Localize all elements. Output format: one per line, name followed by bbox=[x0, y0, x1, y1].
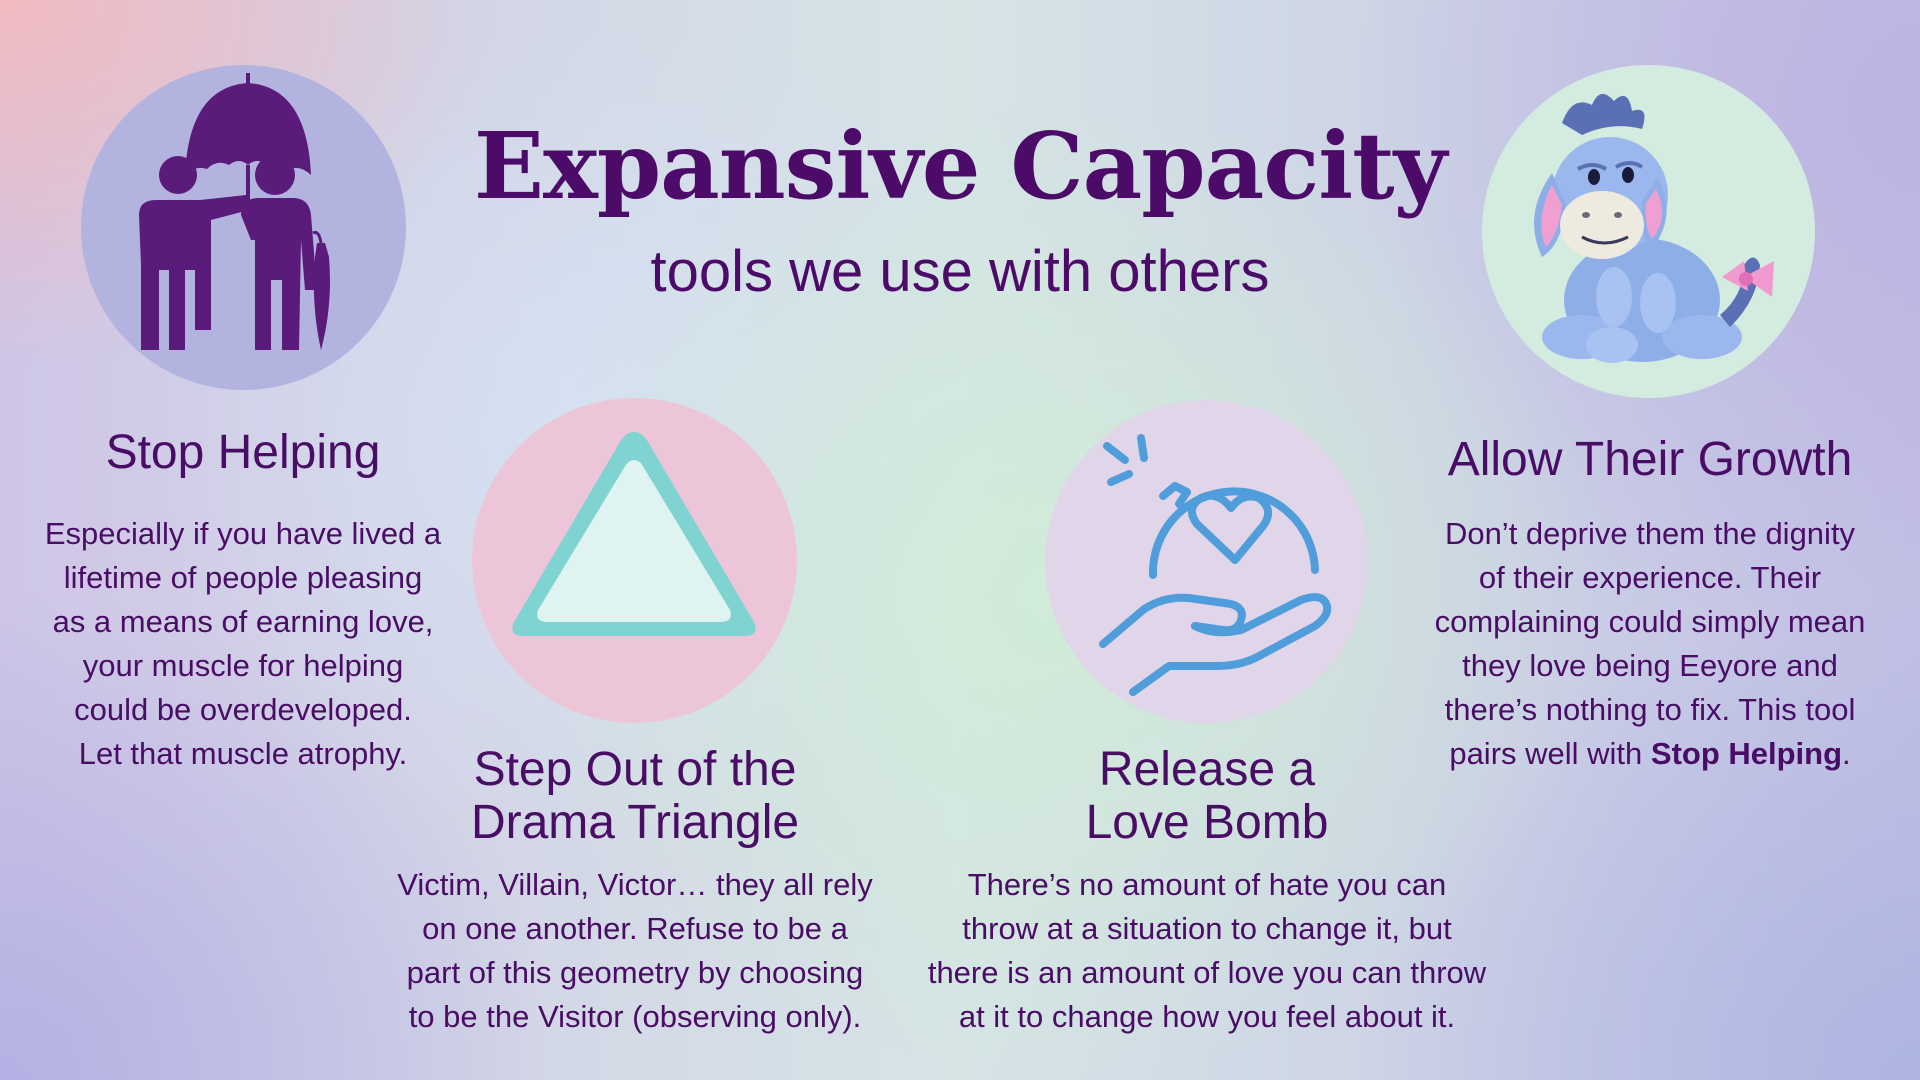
eeyore-icon bbox=[1482, 65, 1815, 398]
card-body-stop-helping: Especially if you have lived a lifetime … bbox=[20, 512, 466, 776]
page-title: Expansive Capacity bbox=[473, 112, 1447, 220]
body-line: lifetime of people pleasing bbox=[63, 560, 423, 595]
card-title-love-bomb: Release a Love Bomb bbox=[1000, 743, 1414, 849]
body-line: Let that muscle atrophy. bbox=[78, 736, 408, 771]
card-body-love-bomb: There’s no amount of hate you can throw … bbox=[900, 863, 1514, 1039]
title-line: Release a bbox=[1098, 743, 1316, 796]
body-line: your muscle for helping bbox=[82, 648, 404, 683]
card-title-stop-helping: Stop Helping bbox=[105, 426, 381, 479]
body-line: of their experience. Their bbox=[1478, 560, 1822, 595]
card-body-allow-growth: Don’t deprive them the dignity of their … bbox=[1380, 512, 1920, 776]
title-line: Step Out of the bbox=[473, 743, 797, 796]
triangle-icon bbox=[472, 398, 797, 723]
body-line: There’s no amount of hate you can bbox=[967, 867, 1447, 902]
body-line: part of this geometry by choosing bbox=[406, 955, 864, 990]
body-line: on one another. Refuse to be a bbox=[422, 911, 848, 946]
body-line: complaining could simply mean bbox=[1434, 604, 1866, 639]
body-line: as a means of earning love, bbox=[52, 604, 434, 639]
body-line: Especially if you have lived a bbox=[44, 516, 442, 551]
page-subtitle: tools we use with others bbox=[650, 239, 1270, 304]
body-text: . bbox=[1842, 736, 1851, 771]
body-line: Don’t deprive them the dignity bbox=[1444, 516, 1856, 551]
card-title-drama-triangle: Step Out of the Drama Triangle bbox=[380, 743, 890, 849]
body-line: to be the Visitor (observing only). bbox=[408, 999, 862, 1034]
body-line: could be overdeveloped. bbox=[74, 692, 412, 727]
body-line: they love being Eeyore and bbox=[1462, 648, 1838, 683]
card-body-drama-triangle: Victim, Villain, Victor… they all rely o… bbox=[370, 863, 900, 1039]
title-line: Love Bomb bbox=[1085, 796, 1329, 849]
love-bomb-icon bbox=[1045, 400, 1368, 723]
body-line-last: pairs well with Stop Helping. bbox=[1380, 732, 1920, 776]
card-title-allow-growth: Allow Their Growth bbox=[1447, 433, 1853, 486]
body-text: pairs well with bbox=[1449, 736, 1651, 771]
body-line: throw at a situation to change it, but bbox=[962, 911, 1452, 946]
body-line: there is an amount of love you can throw bbox=[927, 955, 1487, 990]
body-line: Victim, Villain, Victor… they all rely bbox=[397, 867, 873, 902]
body-line: at it to change how you feel about it. bbox=[958, 999, 1456, 1034]
bold-reference: Stop Helping bbox=[1650, 736, 1843, 771]
title-line: Drama Triangle bbox=[470, 796, 800, 849]
umbrella-people-icon bbox=[81, 65, 406, 390]
body-line: there’s nothing to fix. This tool bbox=[1444, 692, 1856, 727]
